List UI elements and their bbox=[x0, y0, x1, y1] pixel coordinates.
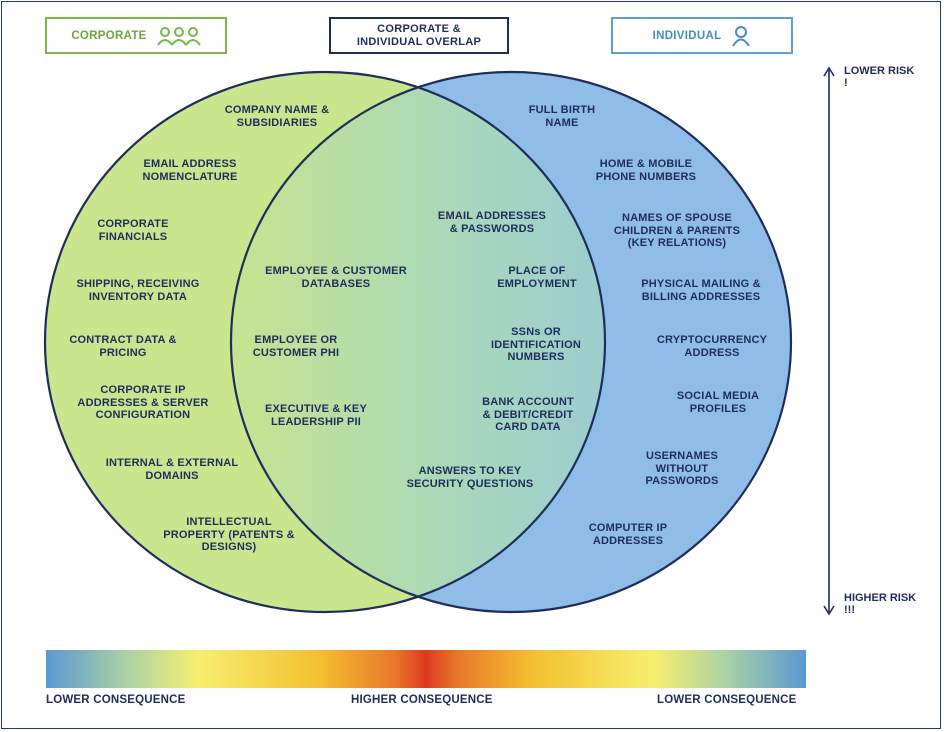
corporate-label: CORPORATE bbox=[71, 29, 147, 42]
lower-consequence-right: LOWER CONSEQUENCE bbox=[657, 694, 797, 706]
person-icon bbox=[731, 25, 751, 47]
overlap-lens bbox=[231, 72, 605, 612]
corporate-item: COMPANY NAME &SUBSIDIARIES bbox=[224, 104, 330, 129]
group-icon bbox=[156, 26, 201, 46]
risk-arrow bbox=[823, 66, 835, 616]
overlap-header: CORPORATE & INDIVIDUAL OVERLAP bbox=[329, 17, 509, 54]
lower-risk-label: LOWER RISK! bbox=[844, 65, 915, 89]
higher-risk-label: HIGHER RISK!!! bbox=[844, 592, 917, 616]
overlap-label-line2: INDIVIDUAL OVERLAP bbox=[356, 35, 482, 48]
individual-item: PHYSICAL MAILING &BILLING ADDRESSES bbox=[641, 278, 761, 303]
consequence-gradient-bar bbox=[46, 650, 806, 688]
individual-label: INDIVIDUAL bbox=[652, 29, 722, 42]
individual-outline bbox=[229, 70, 793, 614]
corporate-item: CONTRACT DATA &PRICING bbox=[69, 334, 177, 359]
overlap-label-line1: CORPORATE & bbox=[377, 22, 461, 35]
individual-header: INDIVIDUAL bbox=[611, 17, 793, 54]
lower-consequence-left: LOWER CONSEQUENCE bbox=[46, 694, 186, 706]
higher-consequence-center: HIGHER CONSEQUENCE bbox=[351, 694, 493, 706]
overlap-item: EMAIL ADDRESSES& PASSWORDS bbox=[437, 210, 547, 235]
corporate-header: CORPORATE bbox=[45, 17, 227, 54]
corporate-outline bbox=[43, 70, 607, 614]
